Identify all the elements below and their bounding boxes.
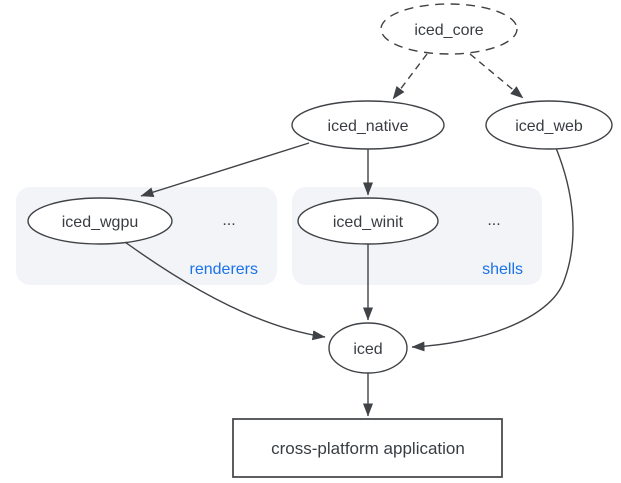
- node-iced-wgpu: iced_wgpu: [27, 197, 173, 245]
- node-iced-winit: iced_winit: [297, 197, 439, 245]
- shells-ellipsis: ...: [487, 212, 500, 229]
- application-label: cross-platform application: [271, 439, 465, 458]
- iced-native-ellipse: [291, 100, 445, 150]
- iced-wgpu-ellipse: [27, 197, 173, 245]
- iced-web-label: iced_web: [515, 118, 583, 135]
- iced-winit-ellipse: [297, 197, 439, 245]
- node-iced-core: iced_core: [380, 3, 518, 55]
- iced-web-ellipse: [485, 100, 613, 150]
- edge-iced_core-iced_native: [392, 53, 428, 100]
- node-iced-web: iced_web: [485, 100, 613, 150]
- shells-group-label: shells: [482, 261, 523, 278]
- node-cross-platform-application: cross-platform application: [232, 418, 503, 478]
- renderers-ellipsis: ...: [222, 212, 235, 229]
- node-iced-native: iced_native: [291, 100, 445, 150]
- iced-label: iced: [353, 341, 382, 358]
- iced-winit-label: iced_winit: [333, 214, 404, 231]
- iced-wgpu-label: iced_wgpu: [62, 214, 139, 231]
- edge-iced_web-iced: [411, 147, 574, 352]
- iced-core-ellipse: [380, 3, 518, 55]
- renderers-group-label: renderers: [190, 261, 258, 278]
- edge-iced_native-iced_wgpu: [140, 142, 310, 198]
- edge-iced_core-iced_web: [469, 53, 524, 99]
- iced-native-label: iced_native: [328, 118, 409, 135]
- edge-iced_wgpu-iced: [124, 241, 326, 341]
- iced-core-label: iced_core: [414, 22, 483, 39]
- application-rect: [232, 418, 503, 478]
- iced-ellipse: [328, 322, 408, 374]
- node-iced: iced: [328, 322, 408, 374]
